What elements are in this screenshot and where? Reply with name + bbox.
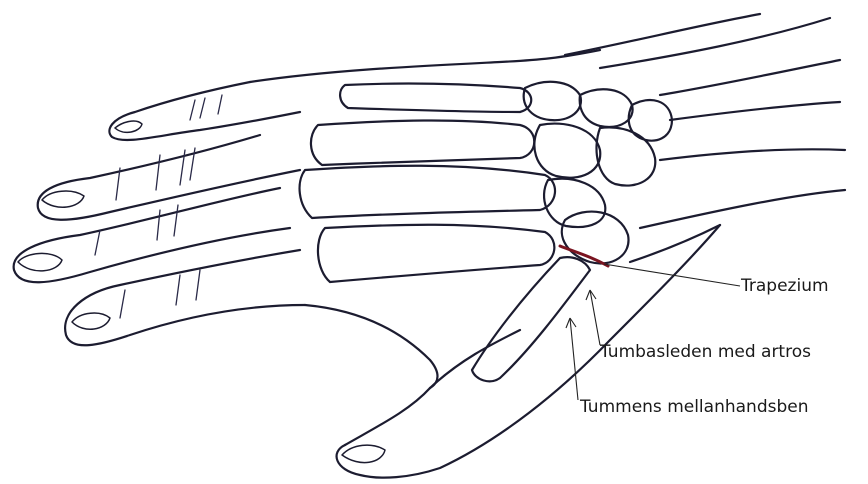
metacarpal-little bbox=[318, 225, 554, 282]
nail-thumb bbox=[342, 445, 385, 462]
label-thumb-metacarpal: Tummens mellanhandsben bbox=[580, 399, 809, 416]
crease-index-1 bbox=[190, 100, 195, 120]
metacarpal-middle bbox=[311, 120, 534, 165]
crease-ring-2 bbox=[157, 210, 160, 240]
carpal-2 bbox=[580, 89, 633, 127]
nail-index bbox=[115, 121, 142, 132]
leader-thumb-metacarpal bbox=[570, 318, 578, 400]
metacarpal-index bbox=[340, 84, 531, 112]
label-thumb-base-joint: Tumbasleden med artros bbox=[600, 344, 811, 361]
hand-palm-edge bbox=[630, 225, 720, 262]
hand-top-edge bbox=[250, 50, 600, 82]
finger-middle bbox=[38, 135, 300, 220]
forearm-outline-2 bbox=[600, 18, 830, 68]
crease-ring-3 bbox=[174, 205, 178, 236]
nail-middle bbox=[42, 191, 84, 207]
forearm-radius-line bbox=[660, 60, 840, 95]
thumb-metacarpal-bone bbox=[472, 257, 590, 381]
leader-trapezium bbox=[604, 264, 740, 286]
thumb-outline bbox=[305, 305, 438, 388]
carpal-5 bbox=[596, 127, 655, 185]
forearm-ulna-line bbox=[670, 102, 840, 120]
crease-ring-1 bbox=[95, 230, 100, 255]
forearm-lower-edge bbox=[640, 190, 845, 228]
carpal-1 bbox=[524, 82, 581, 120]
forearm-outline-top bbox=[565, 14, 760, 55]
carpal-4 bbox=[534, 124, 600, 178]
crease-little-1 bbox=[120, 290, 125, 318]
label-trapezium: Trapezium bbox=[741, 278, 829, 295]
crease-index-2 bbox=[200, 98, 205, 118]
crease-little-2 bbox=[176, 275, 180, 305]
crease-middle-2 bbox=[156, 155, 160, 190]
trapezium-bone bbox=[562, 212, 629, 264]
nail-ring bbox=[18, 253, 62, 270]
forearm-outline-bottom bbox=[660, 149, 845, 160]
finger-little bbox=[65, 250, 305, 345]
metacarpal-ring bbox=[300, 166, 555, 218]
finger-index bbox=[109, 82, 300, 140]
crease-index-3 bbox=[218, 95, 222, 114]
nail-little bbox=[72, 313, 110, 329]
crease-little-3 bbox=[196, 270, 200, 300]
